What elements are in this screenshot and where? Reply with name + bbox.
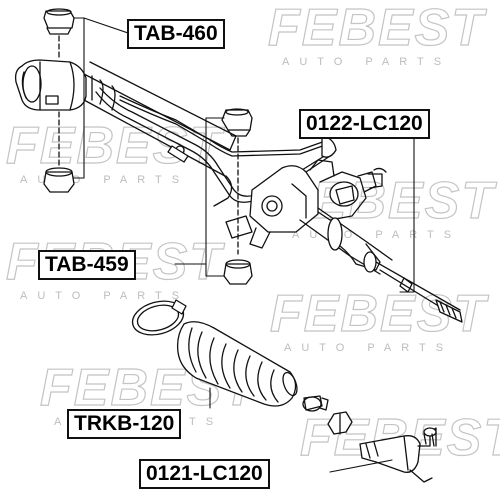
boot-clamp <box>131 299 187 336</box>
tab459-upper-bushing <box>221 108 253 137</box>
tab460-lower-bushing <box>43 167 75 193</box>
lock-nut <box>327 411 353 435</box>
rack-housing-left-end <box>14 59 87 111</box>
rack-lower-detail <box>213 175 253 239</box>
part-label-0122-lc120[interactable]: 0122-LC120 <box>299 109 430 139</box>
part-label-trkb120[interactable]: TRKB-120 <box>67 409 182 439</box>
bellows-boot <box>176 321 298 407</box>
tab460-upper-bushing <box>43 8 75 35</box>
outer-tie-rod-end <box>359 427 437 483</box>
leader-lines <box>73 17 415 473</box>
hydraulic-lines <box>95 87 337 203</box>
tab459-lower-bushing <box>223 259 253 285</box>
part-label-0121-lc120[interactable]: 0121-LC120 <box>139 459 270 489</box>
inner-tie-rod <box>375 261 463 323</box>
small-clamp <box>302 395 329 412</box>
part-label-tab459[interactable]: TAB-459 <box>38 250 136 280</box>
rack-tube-right <box>299 207 393 275</box>
valve-body <box>249 159 387 249</box>
part-label-tab460[interactable]: TAB-460 <box>127 19 225 49</box>
